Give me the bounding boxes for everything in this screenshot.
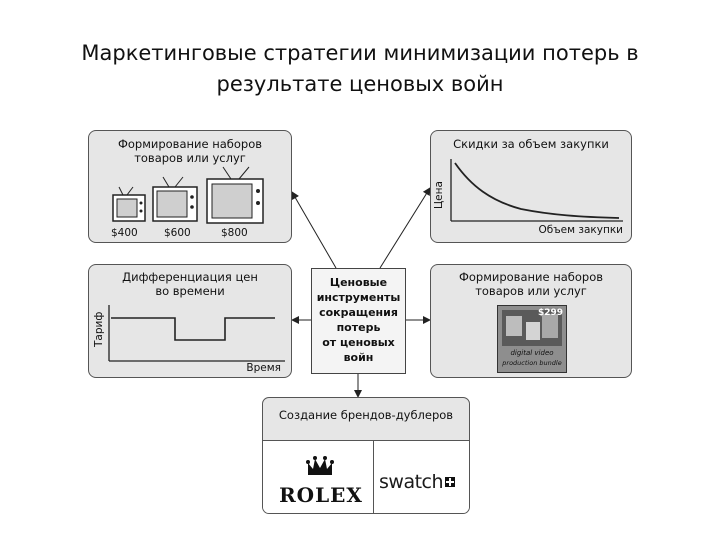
arrow-to-volume-discount — [379, 187, 431, 269]
time-pricing-ylabel: Тариф — [93, 311, 105, 347]
center-line-2: инструменты — [316, 291, 401, 304]
fighter-brands-title: Создание брендов-дублеров — [278, 408, 454, 422]
tariff-step-chart — [108, 305, 285, 362]
time-pricing-title: Дифференциация цен во времени — [122, 270, 258, 298]
pack-label-line-1: digital video — [510, 349, 554, 357]
logos-panel: ROLEX swatch — [263, 440, 469, 513]
swiss-cross-icon — [445, 477, 456, 487]
rolex-logo: ROLEX — [279, 483, 363, 507]
logo-divider — [373, 441, 374, 513]
fighter-brands-box: Создание брендов-дублеров ROLEX swatch — [262, 397, 470, 514]
center-line-4: потерь — [336, 321, 381, 334]
bundles-product-box: Формирование наборов товаров или услуг $… — [430, 264, 632, 378]
volume-discount-xlabel: Объем закупки — [538, 224, 623, 236]
volume-discount-ylabel: Цена — [433, 181, 445, 209]
discount-curve-chart — [450, 159, 623, 222]
bundles-product-title: Формирование наборов товаров или услуг — [458, 270, 604, 298]
center-line-5: от ценовых — [322, 336, 395, 349]
swatch-logo-text: swatch — [379, 471, 444, 493]
volume-discount-title: Скидки за объем закупки — [453, 137, 609, 151]
price-label-3: $800 — [221, 227, 248, 239]
slide-title-line-1: Маркетинговые стратегии минимизации поте… — [81, 41, 639, 65]
crown-icon — [306, 456, 334, 475]
center-line-3: сокращения — [319, 306, 398, 319]
arrow-to-bundles-tv — [291, 191, 337, 269]
product-bundle-pack: $299 digital video production bundle — [497, 305, 567, 373]
time-pricing-xlabel: Время — [246, 362, 281, 374]
slide-title-line-2: результате ценовых войн — [216, 72, 504, 96]
swatch-logo: swatch — [379, 471, 456, 493]
pack-price: $299 — [537, 308, 563, 318]
pack-label-line-2: production bundle — [502, 359, 562, 367]
tv-small-icon — [112, 186, 146, 222]
bundles-tv-title: Формирование наборов товаров или услуг — [117, 137, 263, 165]
tv-large-icon — [206, 166, 264, 224]
price-label-1: $400 — [111, 227, 138, 239]
center-line-1: Ценовые — [329, 276, 388, 289]
bundles-tv-box: Формирование наборов товаров или услуг — [88, 130, 292, 243]
slide-title: Маркетинговые стратегии минимизации поте… — [20, 38, 700, 100]
time-pricing-box: Дифференциация цен во времени Тариф Врем… — [88, 264, 292, 378]
price-label-2: $600 — [164, 227, 191, 239]
tv-medium-icon — [152, 176, 198, 222]
tv-sets-illustration — [112, 166, 264, 224]
volume-discount-box: Скидки за объем закупки Цена Объем закуп… — [430, 130, 632, 243]
center-line-6: войн — [343, 351, 374, 364]
pack-collage — [502, 310, 562, 346]
center-pricing-tools-box: Ценовые инструменты сокращения потерь от… — [311, 268, 406, 374]
